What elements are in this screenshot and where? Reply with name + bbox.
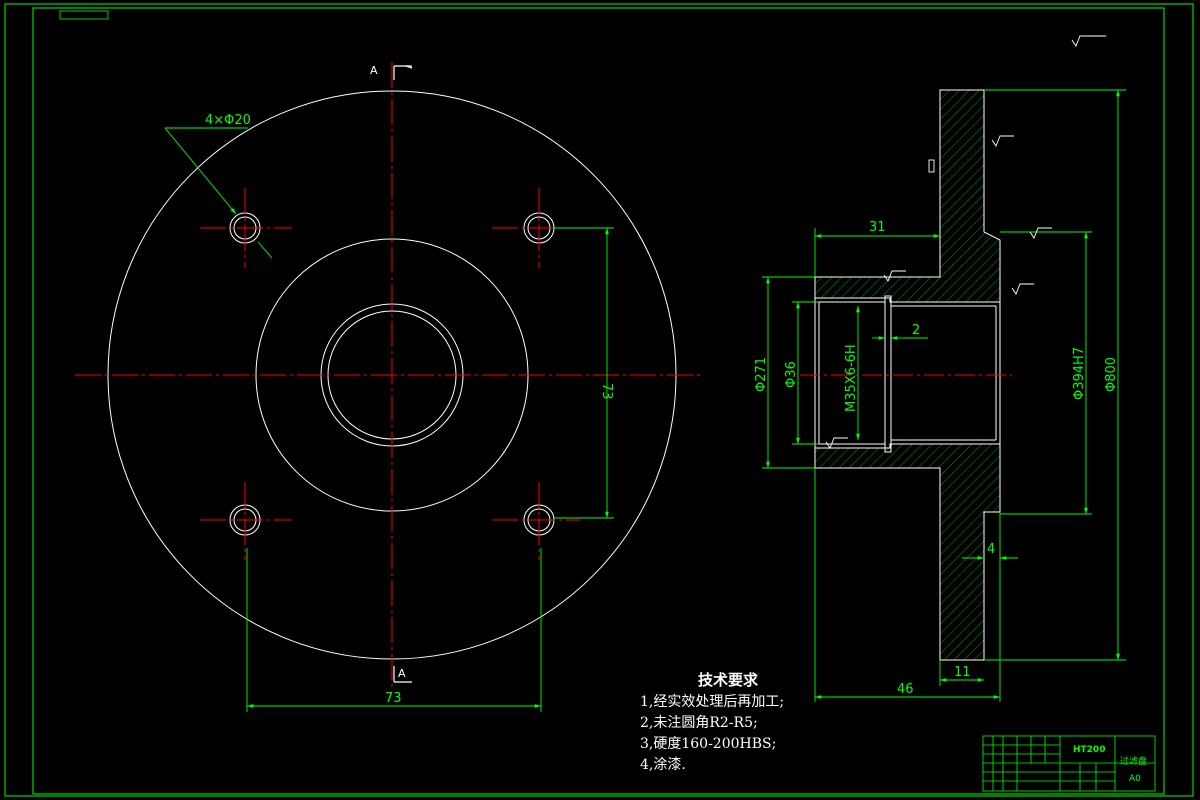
title-block xyxy=(982,735,1156,792)
surface-finish-symbols xyxy=(825,35,1106,449)
hole-callout-label: 4×Φ20 xyxy=(205,113,251,128)
requirement-item: 2,未注圆角R2-R5; xyxy=(640,715,758,731)
requirement-item: 4,涂漆. xyxy=(640,757,686,773)
technical-requirements-title: 技术要求 xyxy=(698,671,759,689)
section-dimensions xyxy=(762,89,1126,702)
dim-hub-length: 31 xyxy=(869,220,886,235)
dim-bolt-horizontal: 73 xyxy=(385,691,402,706)
section-lower-half xyxy=(814,443,1001,661)
technical-requirements: 技术要求 1,经实效处理后再加工; 2,未注圆角R2-R5; 3,硬度160-2… xyxy=(640,670,784,776)
dim-recess: 4 xyxy=(987,542,995,557)
requirement-item: 1,经实效处理后再加工; xyxy=(640,694,785,710)
section-letter-bottom: A xyxy=(398,667,406,680)
front-dimensions xyxy=(164,127,614,712)
title-block-part-name: 过滤盘 xyxy=(1120,755,1147,767)
section-letter-top: A xyxy=(370,64,378,77)
section-mark-top xyxy=(393,65,413,80)
front-view: A A 4×Φ20 73 73 xyxy=(75,62,700,712)
section-view: 31 2 Φ271 Φ36 M35X6-6H Φ394H7 Φ800 4 11 … xyxy=(754,35,1126,702)
dim-bolt-vertical: 73 xyxy=(599,383,614,400)
section-upper-half xyxy=(814,89,1001,303)
dim-total-length: 46 xyxy=(897,682,914,697)
title-block-material: HT200 xyxy=(1073,745,1105,755)
drawing-frame xyxy=(4,3,1194,797)
section-mark-bottom xyxy=(393,666,412,683)
dim-thread: M35X6-6H xyxy=(844,344,859,412)
title-block-sheet-size: A0 xyxy=(1129,774,1141,784)
dim-groove: 2 xyxy=(912,323,920,338)
dim-spigot: Φ394H7 xyxy=(1072,347,1087,400)
dim-outer-dia: Φ800 xyxy=(1104,357,1119,392)
front-centerlines xyxy=(75,62,700,690)
dim-flange-thickness: 11 xyxy=(954,665,971,680)
dim-bore: Φ36 xyxy=(784,361,799,388)
dim-hub-od: Φ271 xyxy=(754,357,769,392)
requirement-item: 3,硬度160-200HBS; xyxy=(640,736,777,752)
